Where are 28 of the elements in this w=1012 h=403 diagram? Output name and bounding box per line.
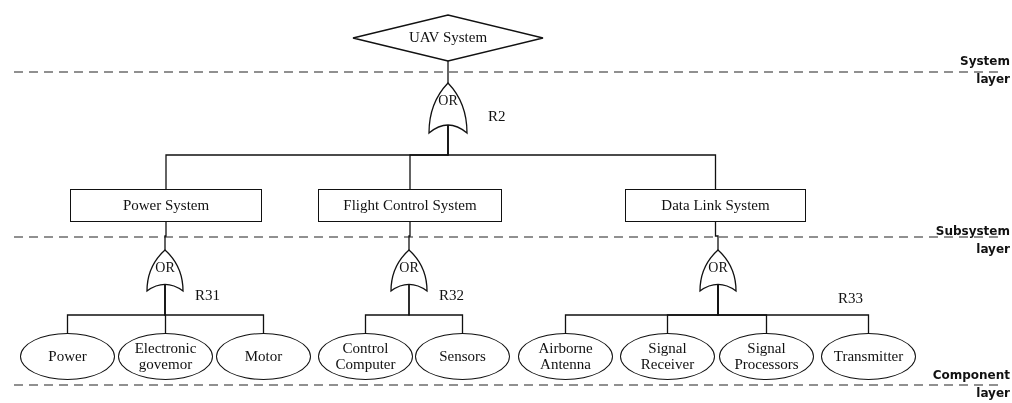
component-ellipse: Sensors <box>415 333 510 380</box>
component-ellipse: Power <box>20 333 115 380</box>
or-gate: OR <box>147 250 183 291</box>
gate-id-label: R2 <box>488 108 506 125</box>
gate-id-label: R33 <box>838 290 863 307</box>
component-ellipse: Airborne Antenna <box>518 333 613 380</box>
component-ellipse: Signal Processors <box>719 333 814 380</box>
connector-line <box>408 221 411 251</box>
or-gate: OR <box>391 250 427 291</box>
subsystem-box: Flight Control System <box>318 189 502 222</box>
connector-line <box>714 221 719 251</box>
layer-label: System layer <box>959 53 1010 88</box>
component-ellipse: Signal Receiver <box>620 333 715 380</box>
layer-label: Subsystem layer <box>934 223 1010 258</box>
subsystem-box: Power System <box>70 189 262 222</box>
connector-line <box>447 60 449 84</box>
layer-label: Component layer <box>931 367 1010 402</box>
subsystem-box: Data Link System <box>625 189 806 222</box>
component-ellipse: Motor <box>216 333 311 380</box>
component-ellipse: Control Computer <box>318 333 413 380</box>
gate-id-label: R31 <box>195 287 220 304</box>
or-gate: OR <box>700 250 736 291</box>
gate-id-label: R32 <box>439 287 464 304</box>
top-event-diamond: UAV System <box>353 15 543 61</box>
component-ellipse: Transmitter <box>821 333 916 380</box>
connector-line <box>164 221 167 251</box>
or-gate: OR <box>429 83 467 133</box>
component-ellipse: Electronic govemor <box>118 333 213 380</box>
